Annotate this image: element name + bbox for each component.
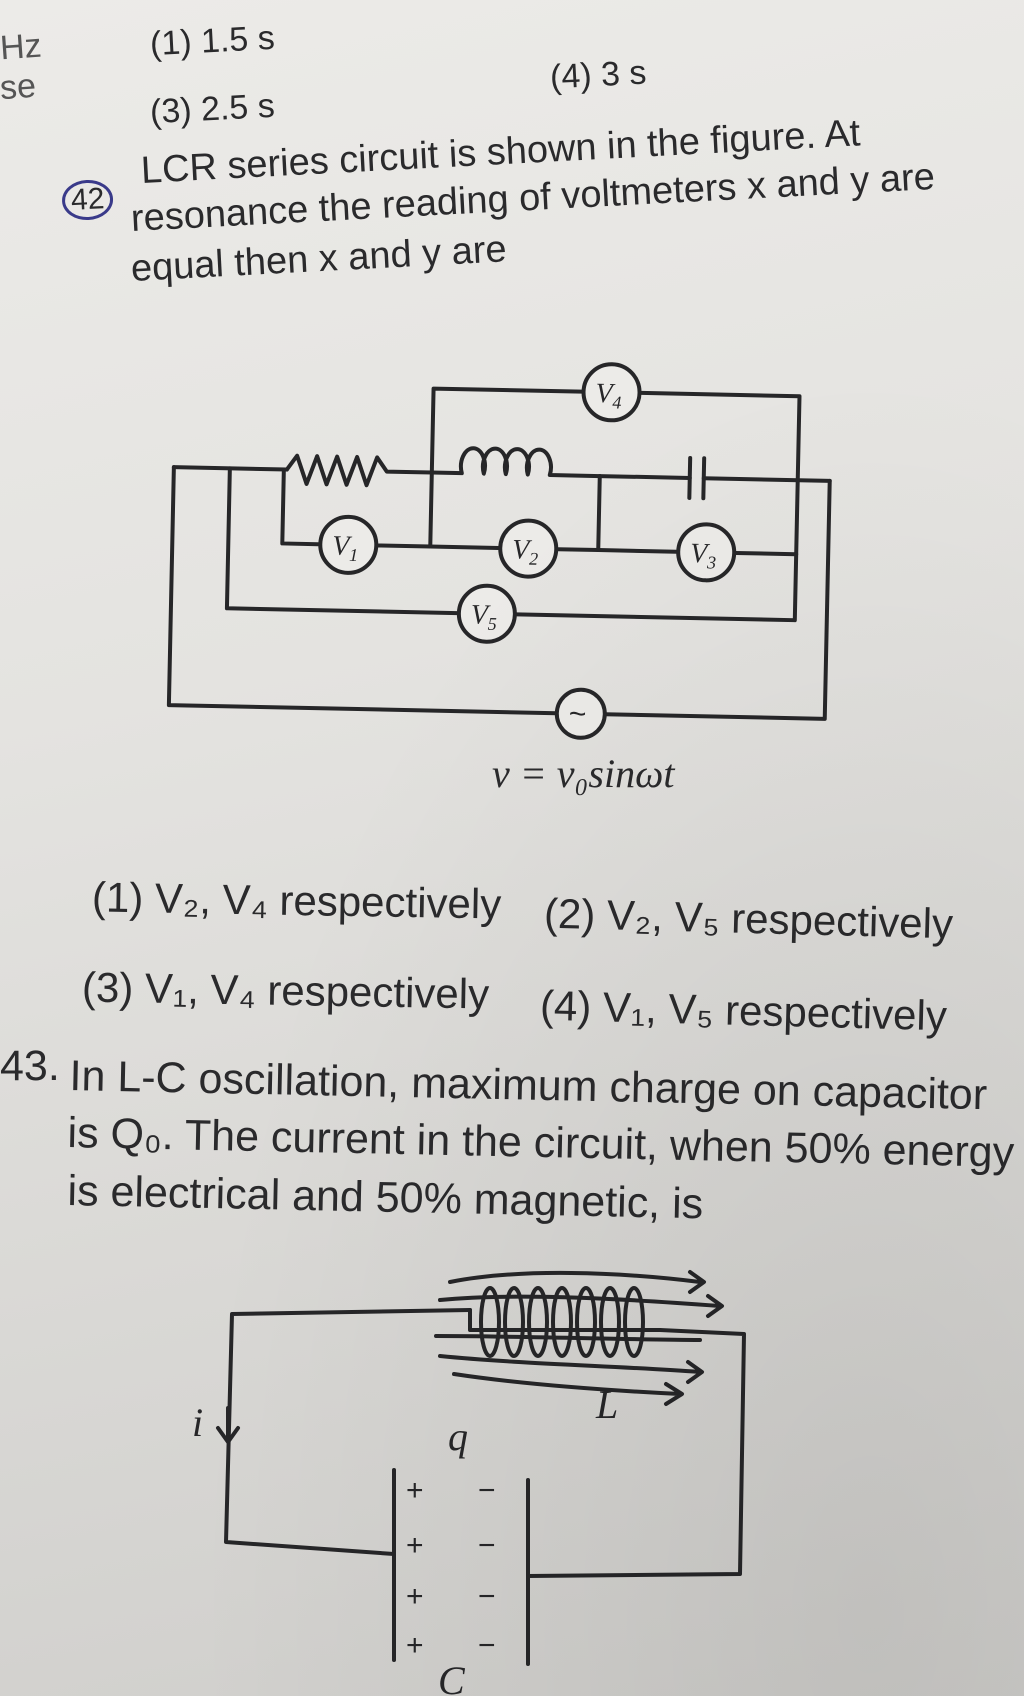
capacitor-left-wire (597, 474, 692, 480)
inductor-label: L (595, 1382, 618, 1427)
capacitor-plate-left (687, 455, 693, 500)
capacitor-label: C (438, 1658, 466, 1696)
v5-wire (224, 466, 799, 623)
svg-text:V4: V4 (595, 378, 622, 413)
svg-text:+: + (406, 1529, 424, 1562)
minus-signs: − − − − (478, 1474, 496, 1662)
question-43-number: 43. (0, 1042, 60, 1090)
voltmeter-v2: V2 (498, 518, 559, 579)
current-label: i (192, 1400, 203, 1445)
svg-text:−: − (478, 1580, 496, 1613)
svg-text:V1: V1 (332, 530, 359, 565)
svg-text:−: − (478, 1629, 496, 1662)
current-arrow (216, 1406, 240, 1444)
svg-text:+: + (406, 1580, 424, 1613)
voltmeter-v5: V5 (456, 583, 517, 644)
inductor (429, 446, 602, 479)
charge-label: q (448, 1414, 468, 1459)
ac-source: ~ (554, 687, 607, 740)
svg-text:−: − (478, 1474, 496, 1507)
voltmeter-v3: V3 (676, 522, 737, 583)
svg-text:+: + (406, 1474, 424, 1507)
v4-wire (429, 386, 802, 483)
capacitor-right-wire (701, 476, 832, 483)
svg-text:−: − (478, 1529, 496, 1562)
lcr-circuit-diagram: V1 V2 V3 V4 V5 ~ (166, 362, 832, 740)
svg-text:+: + (406, 1629, 424, 1662)
resistor (284, 453, 434, 488)
svg-text:~: ~ (568, 697, 586, 730)
plus-signs: + + + + (406, 1474, 424, 1662)
source-formula: v = v₀sinωt (492, 751, 675, 796)
svg-text:V5: V5 (470, 599, 497, 634)
svg-text:V3: V3 (690, 538, 717, 573)
voltmeter-v1: V1 (318, 514, 379, 575)
svg-text:V2: V2 (512, 534, 539, 569)
inductor-coil (468, 1286, 662, 1358)
outer-loop-wire (166, 465, 832, 721)
lc-left-wire (224, 1308, 472, 1556)
lc-right-wire (526, 1328, 746, 1578)
magnetic-field-lines (434, 1270, 724, 1406)
voltmeter-v4: V4 (581, 362, 642, 423)
